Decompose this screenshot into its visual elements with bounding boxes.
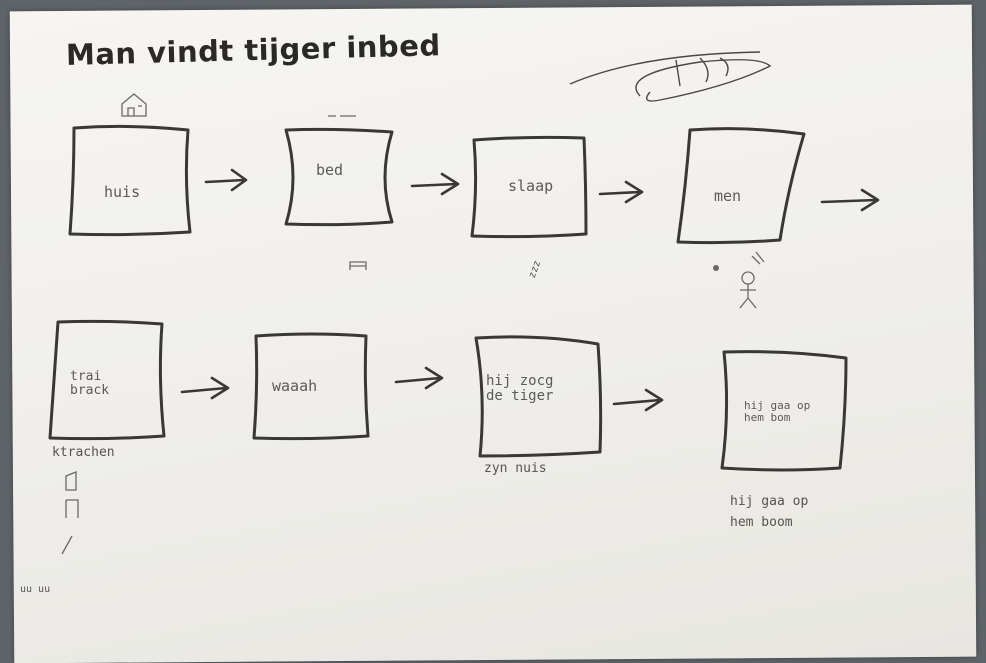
- frame-8-text: hij gaa op hem bom: [744, 399, 811, 425]
- arrow-4: [820, 188, 880, 212]
- frame-7-text: hij zocg de tiger: [486, 373, 554, 405]
- frame-3: [470, 135, 588, 239]
- frame-1: [68, 124, 192, 237]
- frame-6: [252, 332, 370, 441]
- frame-1-text: huis: [104, 183, 141, 201]
- bed-icon: [349, 261, 367, 270]
- arrow-3: [598, 180, 644, 204]
- small-figure-icon: [61, 471, 79, 555]
- caption-frame-7: zyn nuis: [484, 461, 547, 476]
- arrow-6: [394, 366, 444, 390]
- frame-5: [48, 319, 166, 441]
- arrow-5: [180, 376, 230, 400]
- caption-frame-5: ktrachen: [52, 445, 115, 460]
- frame-2-text: bed: [316, 161, 344, 179]
- frame-5-line: trai brack: [70, 369, 110, 399]
- arrow-1: [204, 168, 248, 192]
- frame-3-text: slaap: [508, 177, 554, 195]
- frame-8: [720, 350, 848, 472]
- frame-2: [284, 127, 394, 227]
- arrow-2: [410, 172, 460, 196]
- frame-4-text: men: [714, 187, 742, 205]
- stick-figure-icon: [739, 251, 765, 309]
- arrow-7: [612, 388, 664, 412]
- frame-6-text: waaah: [272, 377, 318, 395]
- frame-5-text: trai brack: [70, 369, 110, 399]
- house-icon: [121, 93, 147, 117]
- corner-note: uu uu: [20, 584, 51, 595]
- frame-7: [474, 335, 603, 458]
- frame-4: [676, 127, 806, 245]
- caption-frame-8: hij gaa op hem boom: [730, 494, 809, 530]
- signature: [569, 51, 772, 102]
